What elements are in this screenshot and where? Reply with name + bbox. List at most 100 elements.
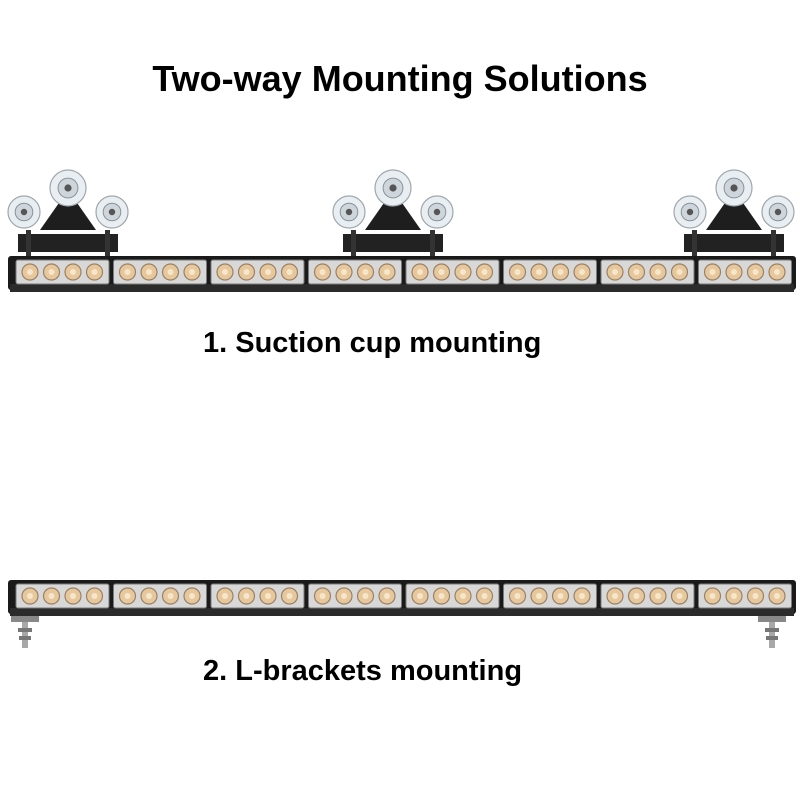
led-core [417,593,423,599]
led-core [222,269,228,275]
led-core [438,593,445,599]
light-bar-body [8,580,796,616]
suction-cup-knob [108,208,116,216]
mount-post [26,230,31,258]
led-core [752,269,759,275]
led-core [774,593,780,599]
led-core [557,593,564,599]
module-lens [503,583,597,609]
mount-bracket [684,234,784,252]
mount-post [692,230,697,258]
module-lens [113,259,207,285]
led-core [655,593,661,599]
led-core [579,269,585,275]
led-core [48,269,55,275]
l-bracket [758,616,786,648]
led-core [676,593,683,599]
led-module [15,583,110,609]
led-core [536,269,542,275]
led-core [265,593,271,599]
led-module [113,259,207,285]
led-core [731,269,737,275]
bracket-bolt [22,622,28,648]
suction-cup-knob [433,208,441,216]
led-core [417,269,423,275]
led-core [633,593,640,599]
led-core [27,269,33,275]
led-core [124,593,131,599]
led-core [384,269,390,275]
light-bar-body [8,256,796,292]
led-core [514,269,521,275]
led-core [70,269,76,275]
suction-mount [673,169,795,258]
module-lens [503,259,597,285]
led-core [91,269,98,275]
led-core [319,593,326,599]
suction-mount [7,169,129,258]
led-core [481,593,488,599]
led-core [341,269,347,275]
led-core [319,269,326,275]
led-core [676,269,683,275]
suction-cup-knob [774,208,782,216]
suction-cup-mounts [7,169,795,258]
led-module [600,259,695,285]
led-core [243,269,250,275]
led-core [189,593,195,599]
led-core [286,593,293,599]
led-core [362,593,369,599]
bracket-plate [758,616,786,622]
led-core [146,593,152,599]
led-core [243,593,250,599]
page-title: Two-way Mounting Solutions [152,58,648,99]
module-lens [600,259,695,285]
led-core [265,269,271,275]
module-lens [308,583,402,609]
suction-mount [332,169,454,258]
led-core [709,593,716,599]
mount-arm [706,190,762,230]
caption-l-brackets: 2. L-brackets mounting [203,655,523,687]
led-core [709,269,716,275]
led-module [210,259,305,285]
led-module [600,583,695,609]
led-core [48,593,55,599]
led-core [341,593,347,599]
module-lens [600,583,695,609]
led-module [698,583,792,609]
led-module [503,259,597,285]
led-core [438,269,445,275]
led-core [633,269,640,275]
mount-post [430,230,435,258]
suction-cup-knob [730,184,738,192]
led-core [460,593,466,599]
led-core [460,269,466,275]
led-module [308,583,402,609]
suction-cup-knob [686,208,694,216]
led-core [362,269,369,275]
bar-base [10,284,794,292]
module-lens [15,259,110,285]
led-core [286,269,293,275]
led-core [557,269,564,275]
led-core [612,269,618,275]
led-module [113,583,207,609]
module-lens [113,583,207,609]
bracket-bolt [769,622,775,648]
led-core [27,593,33,599]
mount-bracket [343,234,443,252]
suction-cup-knob [20,208,28,216]
led-core [752,593,759,599]
bracket-washer [18,628,32,632]
led-core [731,593,737,599]
led-core [146,269,152,275]
led-core [124,269,131,275]
led-core [91,593,98,599]
mount-arm [40,190,96,230]
module-lens [15,583,110,609]
led-module [405,583,500,609]
mount-arm [365,190,421,230]
bracket-plate [11,616,39,622]
module-lens [698,259,792,285]
